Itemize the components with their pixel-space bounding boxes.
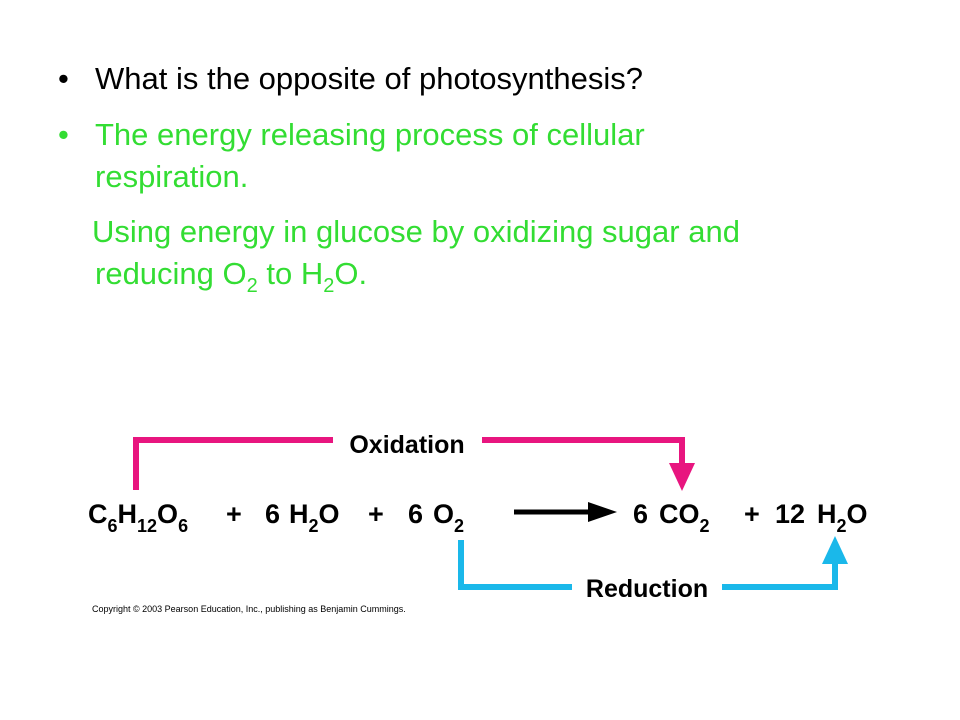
co2-co: CO <box>659 499 700 529</box>
detail-text-line1: Using energy in glucose by oxidizing sug… <box>92 214 740 249</box>
glucose-c: C <box>88 499 108 529</box>
reduction-arrowhead <box>822 536 848 564</box>
question-text: What is the opposite of photosynthesis? <box>95 61 643 96</box>
copyright-notice: Copyright © 2003 Pearson Education, Inc.… <box>92 604 406 614</box>
detail-text-mid: to H <box>257 256 324 291</box>
water2-o: O <box>847 499 868 529</box>
coefficient: 6 <box>265 499 280 529</box>
coefficient: 6 <box>633 499 648 529</box>
subscript: 2 <box>837 516 847 536</box>
bullet-dot: • <box>58 61 69 96</box>
subscript: 2 <box>700 516 710 536</box>
reaction-equation: C6H12O6 <box>88 499 188 536</box>
oxidation-arrow: Oxidation <box>133 431 695 491</box>
subscript: 2 <box>323 275 335 297</box>
reduction-line-left <box>458 540 572 590</box>
coefficient: 12 <box>775 499 805 529</box>
glucose-o: O <box>157 499 178 529</box>
answer-text-line2: respiration. <box>95 159 249 194</box>
plus-sign: + <box>368 499 384 529</box>
subscript: 2 <box>246 275 258 297</box>
oxidation-line-left <box>133 437 333 490</box>
bullet-dot: • <box>58 117 69 152</box>
subscript: 12 <box>137 516 157 536</box>
reduction-label: Reduction <box>586 575 708 603</box>
oxygen-o: O <box>433 499 454 529</box>
subscript: 6 <box>178 516 188 536</box>
coefficient: 6 <box>408 499 423 529</box>
plus-sign: + <box>226 499 242 529</box>
reaction-arrowhead <box>588 502 617 522</box>
water2-term: 12 H2O <box>775 499 868 536</box>
reduction-line-right <box>722 562 838 590</box>
subscript: 2 <box>454 516 464 536</box>
answer-text-line1: The energy releasing process of cellular <box>95 117 645 152</box>
detail-text-post: O. <box>334 256 368 291</box>
detail-text-line2: reducing O2 to H2O. <box>95 253 367 299</box>
reduction-arrow: Reduction <box>458 536 848 603</box>
oxidation-label: Oxidation <box>349 431 464 459</box>
co2-term: 6 CO2 <box>633 499 710 536</box>
subscript: 2 <box>309 516 319 536</box>
oxidation-line-right <box>482 437 685 465</box>
water-h: H <box>289 499 309 529</box>
water2-h: H <box>817 499 837 529</box>
detail-text-pre: reducing O <box>95 256 247 291</box>
subscript: 6 <box>108 516 118 536</box>
water-o: O <box>319 499 340 529</box>
reaction-arrow <box>514 502 617 522</box>
plus-sign: + <box>744 499 760 529</box>
oxidation-arrowhead <box>669 463 695 491</box>
glucose-h: H <box>118 499 138 529</box>
